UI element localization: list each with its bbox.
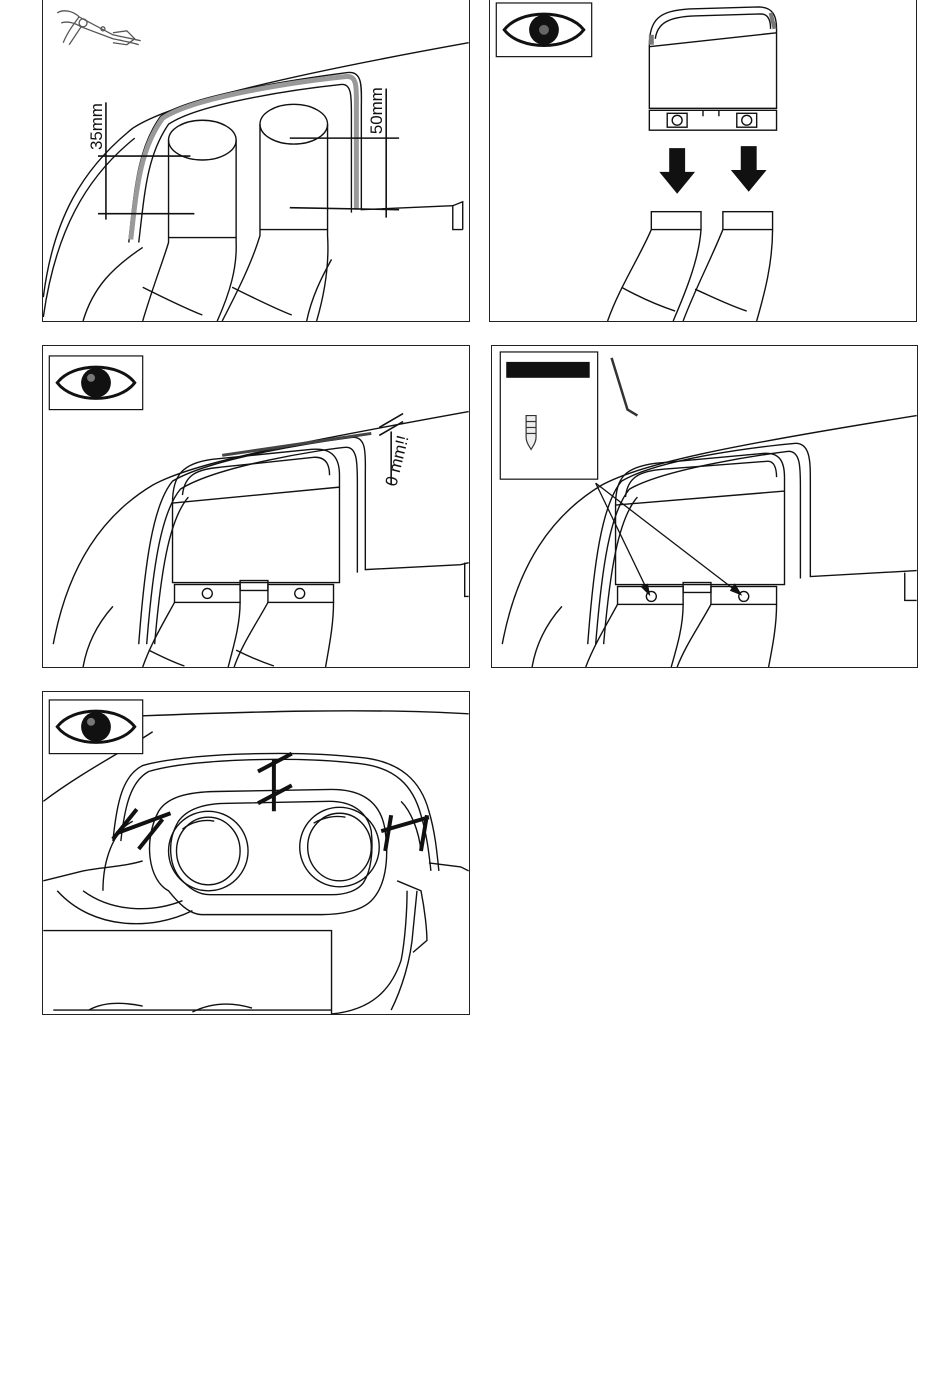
- step-panel-attach-tailpipes: [489, 0, 917, 322]
- step-panel-check-clearance: [42, 691, 470, 1015]
- tool-box: [500, 352, 597, 479]
- thread-locker-icon: [526, 416, 536, 450]
- attach-tailpipes-illustration: [490, 0, 916, 321]
- torque-spec-bar: [506, 362, 589, 378]
- pliers-icon: [57, 11, 140, 45]
- cut-length-left-label: 35mm: [87, 103, 106, 150]
- allen-key-icon: [612, 358, 638, 416]
- eye-icon: [49, 356, 142, 410]
- down-arrow-icon: [731, 146, 767, 192]
- align-tailpipes-illustration: 0 mm!!: [43, 346, 469, 667]
- cut-length-right-label: 50mm: [367, 87, 386, 134]
- cut-pipes-illustration: 35mm 50mm: [43, 0, 469, 321]
- eye-icon: [496, 3, 591, 57]
- check-clearance-illustration: [43, 692, 469, 1014]
- step-panel-align-tailpipes: 0 mm!!: [42, 345, 470, 668]
- step-panel-cut-pipes: 35mm 50mm: [42, 0, 470, 322]
- gap-zero-label: 0 mm!!: [382, 433, 413, 488]
- eye-icon: [49, 700, 142, 754]
- step-panel-tighten-screws: [491, 345, 918, 668]
- tighten-screws-illustration: [492, 346, 917, 667]
- down-arrow-icon: [659, 148, 695, 194]
